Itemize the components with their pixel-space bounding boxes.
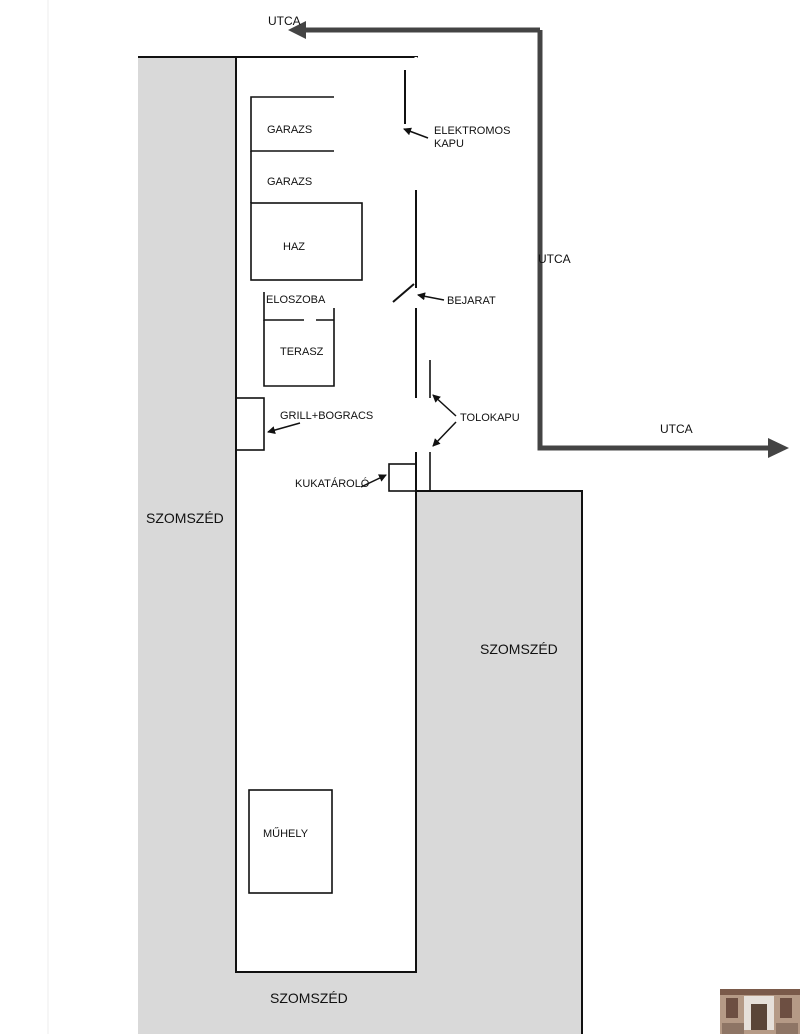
callout-label-bin-storage: KUKATÁROLÓ — [295, 477, 370, 490]
street-route-line — [537, 30, 770, 451]
building-photo-thumbnail[interactable] — [720, 989, 800, 1034]
callout-arrow-electric-gate — [403, 127, 429, 139]
street-label-top: UTCA — [268, 14, 301, 28]
garage-1-outline — [250, 96, 334, 152]
street-label-right-bottom: UTCA — [660, 422, 693, 436]
neighbor-label-right: SZOMSZÉD — [480, 641, 558, 657]
house-outline — [250, 202, 363, 281]
callout-label-electric-gate-1: ELEKTROMOS — [434, 125, 510, 137]
callout-label-sliding-gate: TOLOKAPU — [460, 412, 520, 424]
arrow-head-right-icon — [768, 438, 789, 458]
room-label-hallway: ELOSZOBA — [266, 294, 326, 306]
room-label-workshop: MŰHELY — [263, 826, 309, 840]
arrow-head-left-icon — [288, 21, 306, 39]
callout-arrow-sliding-gate-top — [432, 394, 457, 417]
callout-arrow-grill — [267, 422, 301, 434]
neighbor-label-left: SZOMSZÉD — [146, 510, 224, 526]
callout-arrow-sliding-gate-bottom — [432, 421, 457, 447]
callout-label-grill: GRILL+BOGRACS — [280, 410, 373, 422]
room-label-terrace: TERASZ — [280, 346, 324, 358]
callout-arrow-entrance — [417, 292, 445, 301]
room-label-house: HAZ — [283, 241, 305, 253]
room-label-garage-2: GARAZS — [267, 176, 312, 188]
entrance-door-leaf — [392, 283, 415, 303]
callout-label-entrance: BEJARAT — [447, 295, 496, 307]
callout-arrow-bin — [360, 474, 387, 488]
neighbor-label-bottom: SZOMSZÉD — [270, 990, 348, 1006]
terrace-outline — [263, 308, 335, 387]
grill-box — [235, 397, 265, 451]
room-label-garage-1: GARAZS — [267, 124, 312, 136]
right-neighbor-boundary — [416, 490, 583, 1034]
callout-label-electric-gate-2: KAPU — [434, 138, 464, 150]
plot-boundary — [235, 56, 417, 973]
bin-storage-box — [388, 463, 417, 492]
neighbor-area-left — [138, 57, 582, 1034]
workshop-outline — [248, 789, 333, 894]
street-label-right-middle: UTCA — [538, 252, 571, 266]
